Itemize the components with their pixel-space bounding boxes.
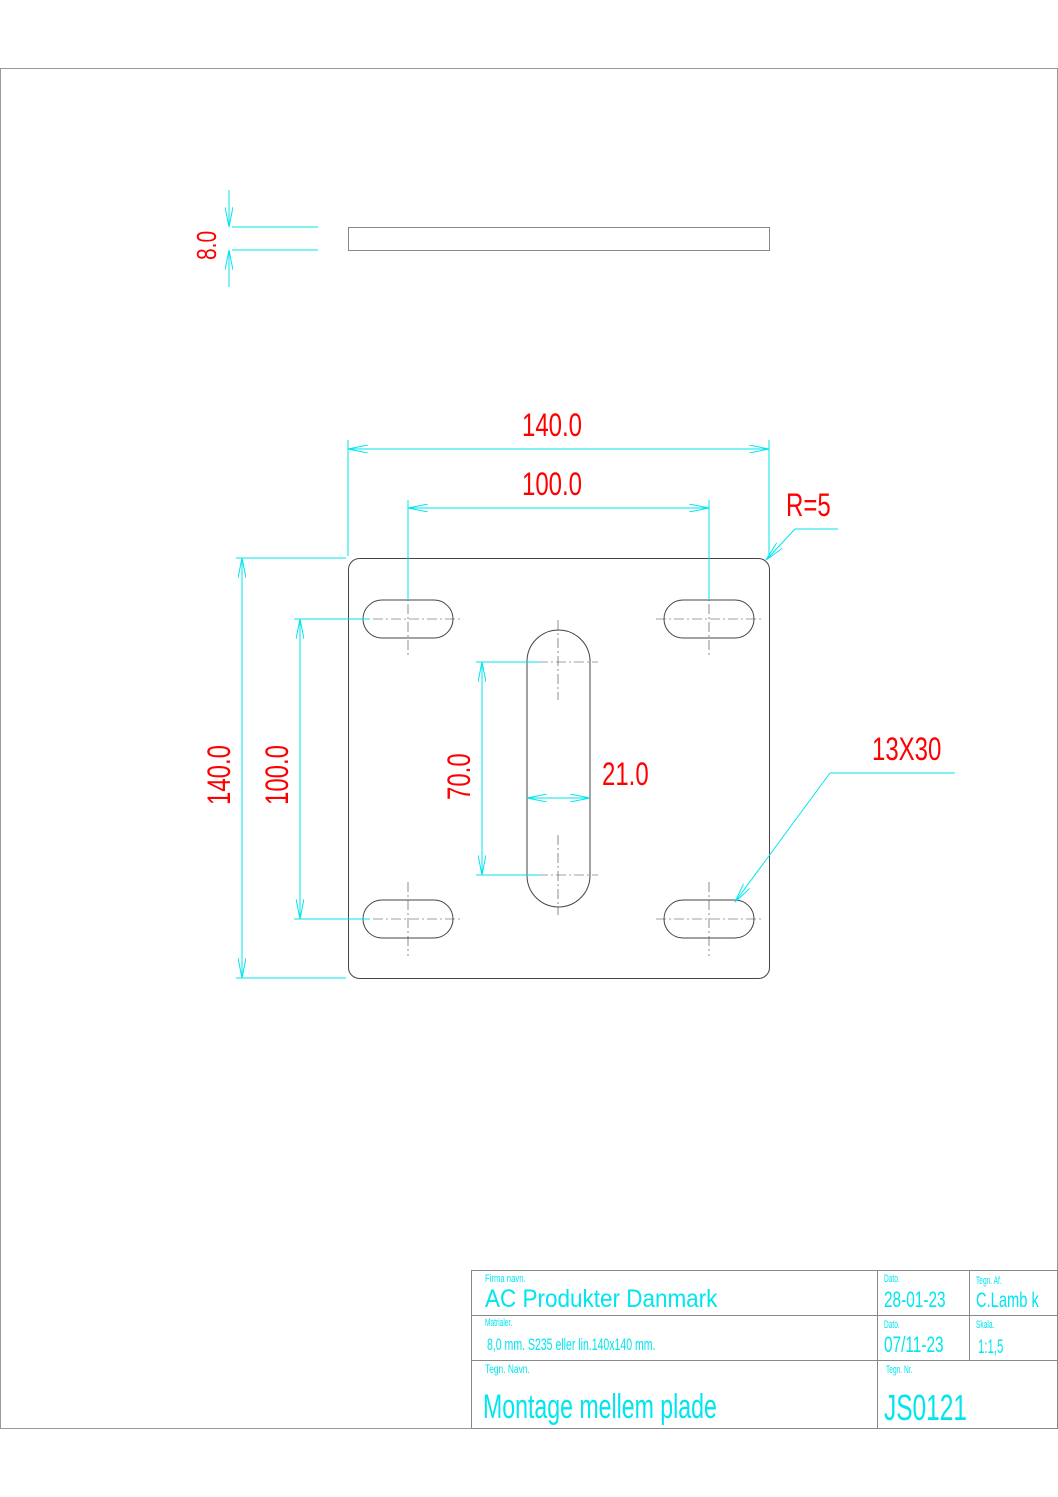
slot-length-label: 70.0	[441, 753, 477, 800]
drawing-name-value: Montage mellem plade	[483, 1389, 717, 1426]
drawn-by-label: Tegn. Af.	[976, 1274, 1002, 1286]
side-view-plate	[348, 227, 770, 251]
hole-size-label: 13X30	[872, 731, 941, 767]
thickness-label: 8.0	[192, 231, 223, 260]
drawn-by-value: C.Lamb k	[976, 1288, 1040, 1311]
material-value: 8,0 mm. S235 eller lin.140x140 mm.	[487, 1334, 655, 1353]
radius-label: R=5	[786, 487, 831, 523]
date1-value: 28-01-23	[884, 1288, 946, 1312]
overall-height-label: 140.0	[201, 745, 237, 805]
scale-label: Skala.	[976, 1318, 994, 1330]
drawing-number-label: Tegn. Nr.	[886, 1363, 912, 1375]
center-slot	[526, 629, 591, 908]
scale-value: 1:1,5	[978, 1337, 1004, 1358]
plate-outline	[348, 558, 770, 979]
company-value: AC Produkter Danmark	[485, 1285, 718, 1313]
title-block: Firma navn. AC Produkter Danmark Dato. 2…	[483, 1272, 1040, 1428]
material-label: Matrialer.	[485, 1316, 512, 1328]
slot-width-label: 21.0	[602, 756, 649, 792]
drawing-name-label: Tegn. Navn.	[485, 1364, 530, 1377]
overall-width-label: 140.0	[522, 407, 582, 443]
thickness-dimension	[229, 190, 318, 287]
drawing-number-value: JS0121	[884, 1387, 967, 1428]
date2-value: 07/11-23	[884, 1333, 944, 1357]
hole-width-label: 100.0	[522, 466, 582, 502]
date2-label: Dato.	[884, 1318, 900, 1330]
dimension-lines	[236, 440, 955, 979]
date1-label: Dato.	[884, 1272, 900, 1284]
holes	[362, 599, 755, 939]
company-label: Firma navn.	[485, 1273, 526, 1286]
hole-height-label: 100.0	[259, 745, 295, 805]
